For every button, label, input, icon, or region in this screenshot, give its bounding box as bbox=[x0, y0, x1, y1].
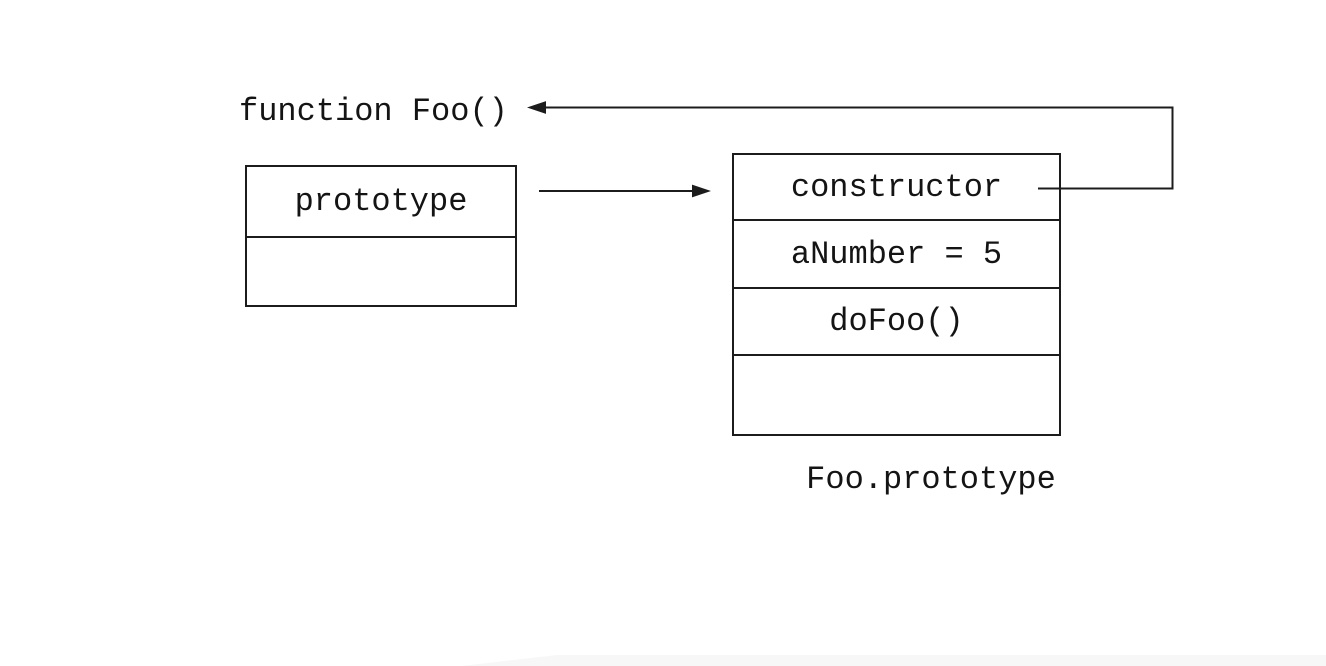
foo-box-empty-slot bbox=[247, 238, 515, 305]
prototype-slot: prototype bbox=[247, 167, 515, 238]
constructor-slot: constructor bbox=[734, 155, 1059, 221]
foo-prototype-caption: Foo.prototype bbox=[806, 461, 1056, 498]
prototype-to-foo-prototype-arrow bbox=[539, 184, 711, 198]
function-foo-label: function Foo() bbox=[239, 93, 508, 130]
dofoo-slot: doFoo() bbox=[734, 289, 1059, 356]
constructor-slot-label: constructor bbox=[790, 168, 1003, 206]
arrowhead-right-icon bbox=[692, 184, 711, 198]
foo-function-box: prototype bbox=[245, 165, 517, 307]
anumber-slot-label: aNumber = 5 bbox=[790, 235, 1003, 273]
anumber-slot: aNumber = 5 bbox=[734, 221, 1059, 289]
foo-prototype-box: constructor aNumber = 5 doFoo() bbox=[732, 153, 1061, 436]
dofoo-slot-label: doFoo() bbox=[829, 303, 964, 340]
prototype-slot-label: prototype bbox=[294, 183, 468, 220]
proto-box-empty-slot bbox=[734, 356, 1059, 434]
bottom-edge-artifact bbox=[462, 655, 1326, 666]
arrowhead-left-icon bbox=[527, 101, 546, 114]
